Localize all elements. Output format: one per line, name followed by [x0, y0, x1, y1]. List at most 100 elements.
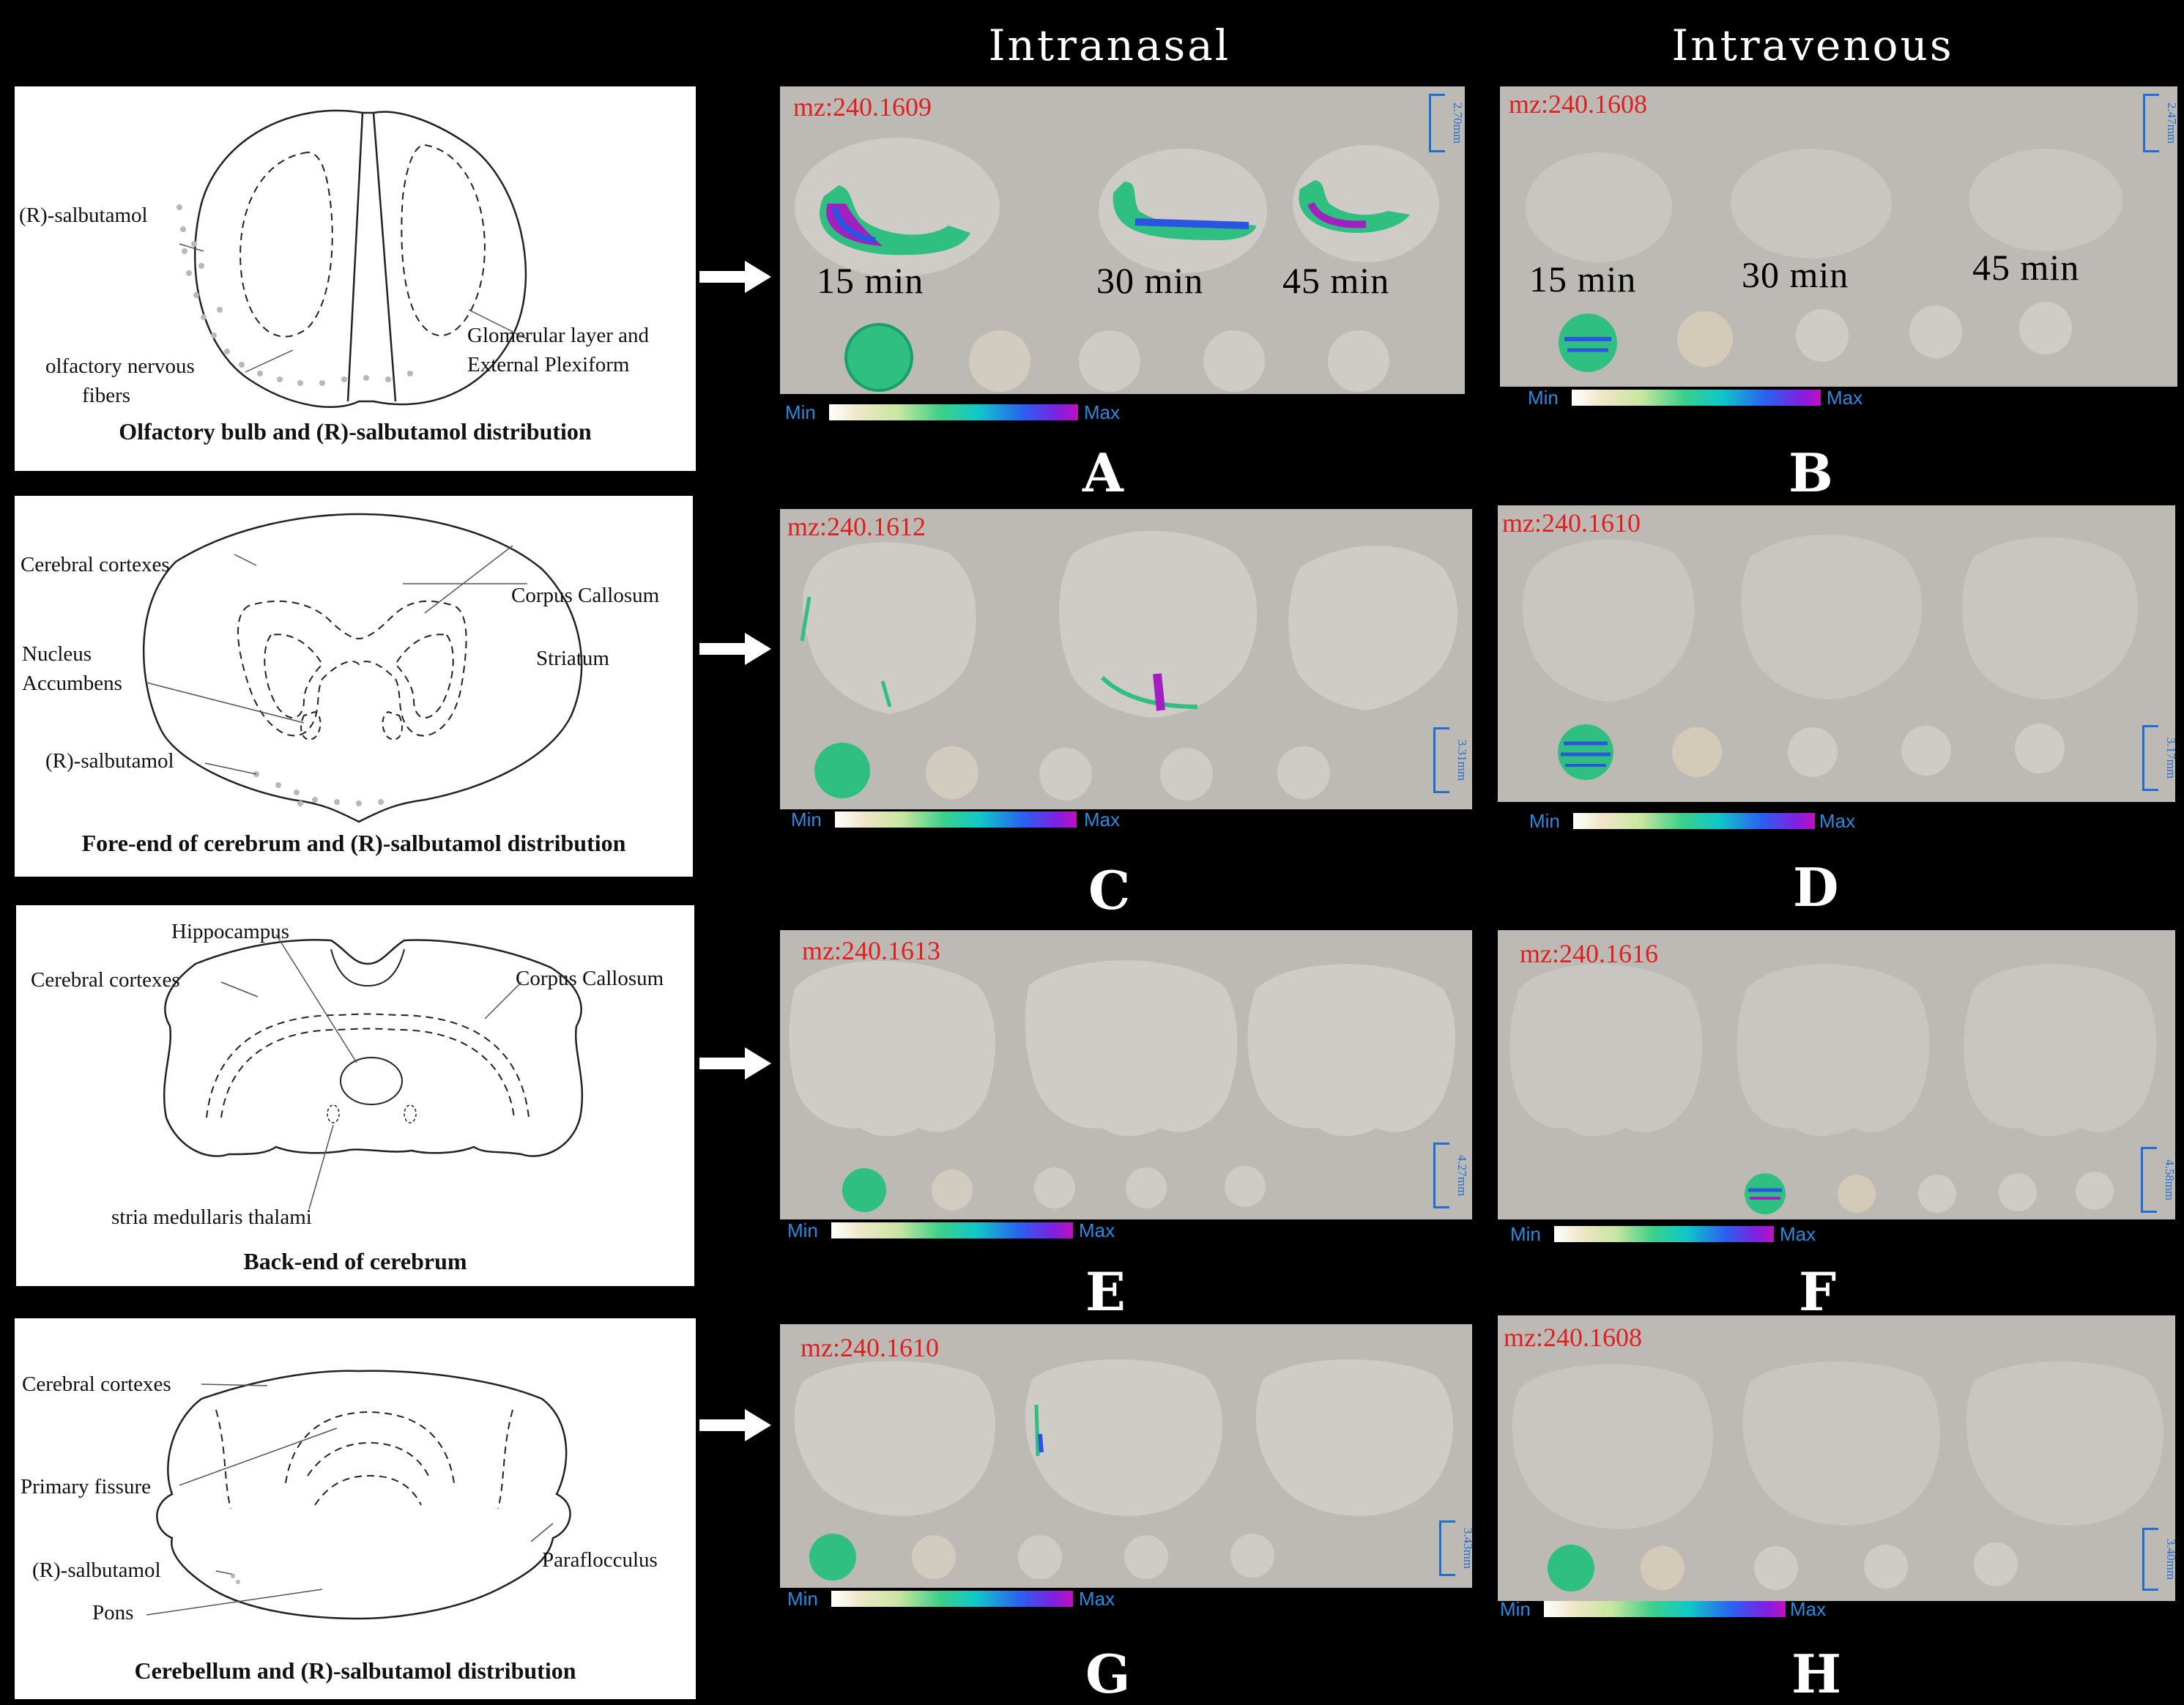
diagram-caption: Back-end of cerebrum	[243, 1248, 467, 1274]
msi-panel-c: mz:240.1612 3.31mm	[780, 509, 1472, 809]
colorbar-max: Max	[1079, 1219, 1115, 1241]
mz-label: mz:240.1612	[787, 512, 926, 541]
salbutamol-dots	[177, 204, 413, 386]
colorbar: Min Max	[787, 1588, 1124, 1613]
msi-panel-g: mz:240.1610 3.43mm	[780, 1324, 1472, 1588]
arrow-right-icon	[699, 261, 771, 293]
msi-panel-b: mz:240.1608 15 min 30 min 45 min 2.47mm	[1500, 86, 2177, 387]
colorbar-min: Min	[1510, 1223, 1541, 1245]
label-cerebral-cortexes: Cerebral cortexes	[21, 553, 170, 576]
colorbar: Min Max	[1500, 1598, 1837, 1623]
label-primary-fissure: Primary fissure	[21, 1475, 151, 1498]
panel-letter: D	[1793, 856, 1839, 918]
colorbar-gradient	[1544, 1601, 1786, 1617]
label-stria-medullaris: stria medullaris thalami	[111, 1206, 312, 1229]
scale-bar: 3.43mm	[1439, 1520, 1472, 1576]
colorbar-min: Min	[787, 1219, 818, 1241]
arrow-right-icon	[699, 1409, 771, 1441]
mz-label: mz:240.1610	[801, 1333, 939, 1362]
arrow-right-icon	[699, 633, 771, 665]
colorbar-min: Min	[785, 401, 816, 423]
olfactory-bulb-drawing	[177, 109, 528, 408]
tissue-sections	[1522, 535, 2139, 780]
colorbar-gradient	[1573, 813, 1815, 829]
panel-letter: E	[1085, 1260, 1126, 1323]
diagram-caption: Cerebellum and (R)-salbutamol distributi…	[134, 1657, 576, 1684]
mz-label: mz:240.1616	[1520, 939, 1658, 968]
colorbar-max: Max	[1827, 387, 1863, 409]
mz-label: mz:240.1610	[1502, 508, 1641, 538]
colorbar-min: Min	[787, 1588, 818, 1610]
diagram-fore-end-cerebrum: Cerebral cortexes Corpus Callosum Striat…	[15, 496, 693, 877]
colorbar: Min Max	[1529, 810, 1866, 835]
colorbar-min: Min	[1528, 387, 1559, 409]
colorbar-max: Max	[1084, 401, 1121, 423]
panel-letter: G	[1085, 1643, 1131, 1705]
colorbar-min: Min	[1500, 1598, 1531, 1620]
label-nucleus: Nucleus	[22, 642, 92, 666]
scale-bar: 2.70mm	[1429, 94, 1465, 152]
label-fibers: fibers	[82, 384, 131, 407]
colorbar-min: Min	[1529, 810, 1560, 832]
label-corpus-callosum: Corpus Callosum	[516, 967, 664, 990]
msi-panel-e: mz:240.1613 4.27mm	[780, 930, 1472, 1219]
label-glomerular-layer: Glomerular layer and	[467, 324, 650, 347]
colorbar-max: Max	[1079, 1588, 1115, 1610]
salbutamol-dots	[253, 771, 384, 806]
diagram-caption: Fore-end of cerebrum and (R)-salbutamol …	[81, 830, 626, 856]
label-accumbens: Accumbens	[22, 672, 122, 695]
label-cerebral-cortexes: Cerebral cortexes	[22, 1372, 171, 1396]
panel-letter: H	[1791, 1643, 1842, 1705]
colorbar-max: Max	[1780, 1223, 1816, 1245]
tissue-sections	[789, 960, 1455, 1212]
msi-panel-h: mz:240.1608 3.40mm	[1498, 1315, 2175, 1601]
label-olfactory-nervous: olfactory nervous	[45, 354, 195, 378]
panel-letter: B	[1789, 442, 1833, 504]
colorbar-gradient	[1572, 390, 1821, 406]
tissue-sections	[1509, 964, 2157, 1214]
label-salbutamol: (R)-salbutamol	[32, 1559, 161, 1582]
colorbar-gradient	[829, 404, 1078, 420]
label-paraflocculus: Paraflocculus	[542, 1548, 658, 1572]
colorbar: Min Max	[785, 401, 1122, 426]
colorbar: Min Max	[787, 1219, 1124, 1244]
colorbar: Min Max	[1510, 1223, 1847, 1248]
diagram-caption: Olfactory bulb and (R)-salbutamol distri…	[119, 418, 592, 445]
column-heading-intranasal: Intranasal	[988, 21, 1231, 70]
back-end-cerebrum-drawing	[163, 934, 584, 1210]
tissue-sections	[1526, 149, 2122, 372]
label-salbutamol: (R)-salbutamol	[19, 204, 148, 227]
tissue-sections	[1512, 1362, 2163, 1591]
diagram-olfactory-bulb: (R)-salbutamol olfactory nervous fibers …	[15, 86, 696, 471]
tissue-sections	[794, 1359, 1453, 1580]
diagram-cerebellum: Cerebral cortexes Primary fissure (R)-sa…	[15, 1318, 696, 1699]
colorbar: Min Max	[791, 809, 1128, 833]
msi-panel-a: mz:240.1609 15 min 30 min 45 min 2.70mm	[780, 86, 1465, 394]
mz-label: mz:240.1609	[793, 92, 932, 122]
colorbar-min: Min	[791, 809, 822, 831]
colorbar-gradient	[835, 811, 1077, 828]
colorbar-gradient	[831, 1222, 1073, 1238]
time-label: 15 min	[1529, 259, 1637, 300]
scale-bar: 4.58mm	[2141, 1147, 2175, 1213]
colorbar: Min Max	[1528, 387, 1865, 412]
scale-bar: 3.17mm	[2142, 725, 2175, 791]
mz-label: mz:240.1608	[1504, 1323, 1642, 1352]
colorbar-gradient	[831, 1591, 1073, 1607]
time-label: 30 min	[1742, 254, 1849, 295]
colorbar-gradient	[1554, 1226, 1774, 1242]
scale-bar: 3.40mm	[2142, 1528, 2175, 1591]
panel-letter: C	[1088, 859, 1131, 921]
fore-end-cerebrum-drawing	[142, 513, 583, 823]
panel-letter: F	[1799, 1260, 1837, 1323]
colorbar-max: Max	[1790, 1598, 1827, 1620]
mz-label: mz:240.1613	[802, 936, 940, 965]
cerebellum-drawing	[146, 1370, 571, 1620]
label-pons: Pons	[92, 1601, 134, 1624]
label-hippocampus: Hippocampus	[171, 920, 290, 943]
tissue-sections	[800, 531, 1458, 801]
label-cerebral-cortexes: Cerebral cortexes	[31, 968, 180, 992]
label-salbutamol: (R)-salbutamol	[45, 749, 174, 773]
time-label: 30 min	[1096, 260, 1204, 301]
time-label: 45 min	[1972, 247, 2080, 288]
